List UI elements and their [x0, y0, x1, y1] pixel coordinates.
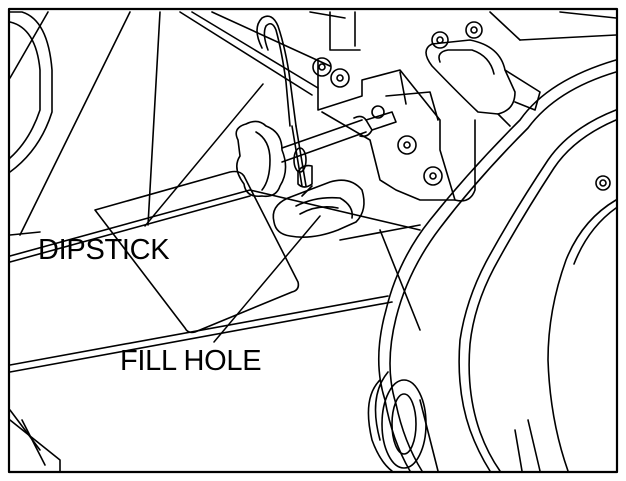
- fill-hole-cap: [272, 164, 365, 238]
- dipstick: [256, 15, 307, 187]
- dipstick-label: DIPSTICK: [38, 234, 170, 266]
- knob-assembly: [235, 111, 397, 198]
- fill-hole-leader-line: [213, 215, 321, 343]
- left-housing: [9, 11, 161, 236]
- hinge-latch: [425, 39, 541, 127]
- deck-panel: [9, 189, 421, 472]
- fill-hole-label: FILL HOLE: [120, 345, 261, 377]
- lower-wheel: [367, 371, 427, 472]
- dipstick-leader-line: [144, 83, 264, 227]
- upper-frame: [179, 11, 617, 96]
- mounting-bracket: [317, 59, 476, 202]
- bracket-bolts: [312, 21, 483, 186]
- side-cover: [377, 59, 617, 472]
- figure-border: [7, 7, 619, 474]
